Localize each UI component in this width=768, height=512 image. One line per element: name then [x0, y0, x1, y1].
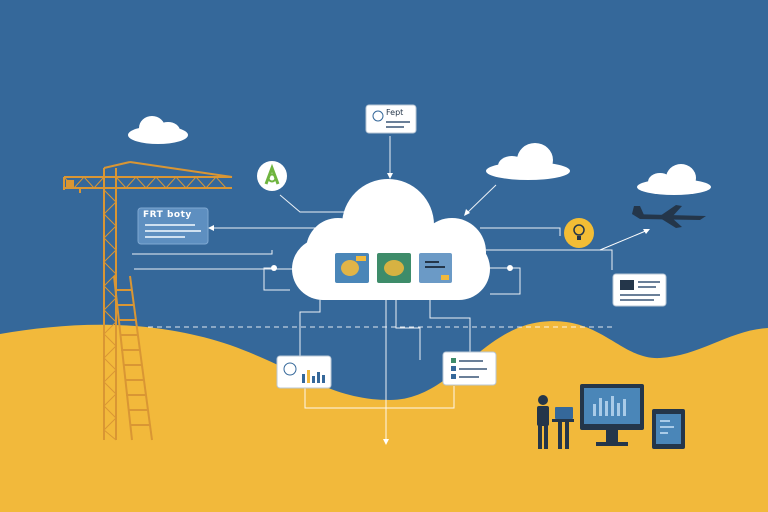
connector-dot — [271, 265, 277, 271]
plane-arrow — [599, 229, 649, 251]
laptop-icon — [552, 407, 574, 449]
arrow-head — [383, 439, 389, 445]
cloud-small-middle — [486, 143, 570, 180]
airplane-icon — [632, 205, 706, 228]
user-pin-icon — [257, 161, 287, 191]
arrow-head — [387, 173, 393, 179]
cloud-small-left — [128, 116, 188, 144]
crane-counterweight — [66, 180, 74, 188]
person-icon — [537, 395, 549, 449]
info-card-left-title: FRT boty — [143, 210, 192, 220]
monitor-icon — [580, 384, 644, 446]
arrow-head — [643, 229, 650, 234]
info-card-top-title: Fept — [386, 108, 404, 117]
sand-hills — [0, 321, 768, 512]
arrow-head — [464, 209, 470, 216]
tablet-icon — [652, 409, 685, 449]
lightbulb-icon — [564, 218, 594, 248]
arrow-head — [208, 225, 214, 231]
ladder — [113, 275, 153, 441]
cloud-small-right — [637, 164, 711, 195]
connector-dot — [507, 265, 513, 271]
